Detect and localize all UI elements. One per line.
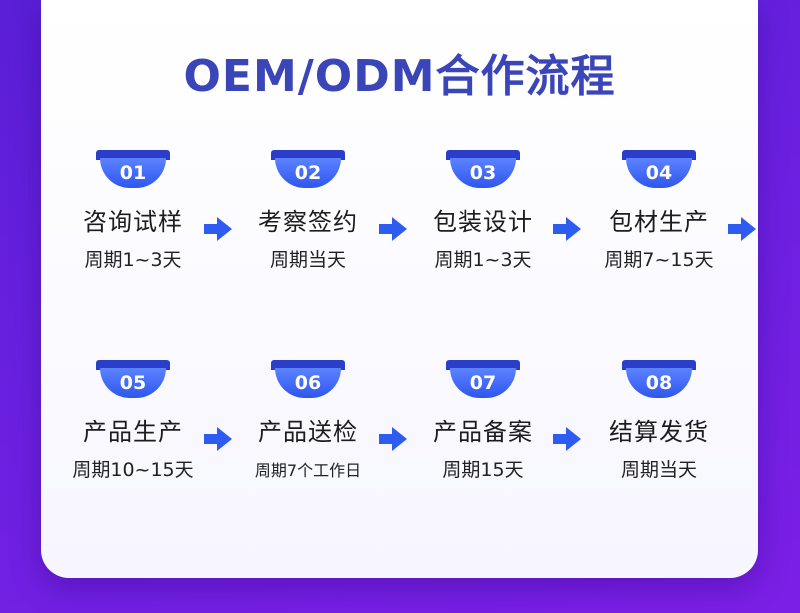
step-period: 周期7个工作日 — [254, 461, 362, 480]
step-period: 周期1~3天 — [434, 249, 532, 271]
arrow-right-icon — [728, 217, 756, 241]
arrow-right-icon — [379, 427, 407, 451]
step-name: 考察签约 — [258, 208, 358, 236]
step-number-badge: 08 — [622, 360, 696, 400]
step-number-badge: 01 — [96, 150, 170, 190]
step-name: 包材生产 — [609, 208, 709, 236]
step-name: 产品生产 — [83, 418, 183, 446]
arrow-right-icon — [204, 427, 232, 451]
step-name: 产品送检 — [258, 418, 358, 446]
step-04: 04 包材生产 周期7~15天 — [584, 150, 734, 272]
step-period: 周期15天 — [442, 459, 524, 481]
step-number-badge: 03 — [446, 150, 520, 190]
page-title: OEM/ODM合作流程 — [183, 51, 616, 102]
arrow-right-icon — [553, 217, 581, 241]
step-number-badge: 04 — [622, 150, 696, 190]
step-number-badge: 02 — [271, 150, 345, 190]
step-period: 周期10~15天 — [72, 459, 194, 481]
arrow-right-icon — [379, 217, 407, 241]
arrow-right-icon — [553, 427, 581, 451]
step-number-badge: 05 — [96, 360, 170, 400]
process-card: OEM/ODM合作流程 — [41, 0, 758, 578]
step-06: 06 产品送检 周期7个工作日 — [233, 360, 383, 481]
step-number-badge: 06 — [271, 360, 345, 400]
step-name: 产品备案 — [433, 418, 533, 446]
step-05: 05 产品生产 周期10~15天 — [58, 360, 208, 482]
step-03: 03 包装设计 周期1~3天 — [408, 150, 558, 272]
step-number-badge: 07 — [446, 360, 520, 400]
step-07: 07 产品备案 周期15天 — [408, 360, 558, 482]
step-period: 周期7~15天 — [604, 249, 714, 271]
step-period: 周期1~3天 — [84, 249, 182, 271]
step-name: 结算发货 — [609, 418, 709, 446]
step-name: 包装设计 — [433, 208, 533, 236]
step-period: 周期当天 — [620, 459, 697, 481]
step-01: 01 咨询试样 周期1~3天 — [58, 150, 208, 272]
step-02: 02 考察签约 周期当天 — [233, 150, 383, 272]
arrow-right-icon — [204, 217, 232, 241]
step-name: 咨询试样 — [83, 208, 183, 236]
step-08: 08 结算发货 周期当天 — [584, 360, 734, 482]
step-period: 周期当天 — [269, 249, 346, 271]
